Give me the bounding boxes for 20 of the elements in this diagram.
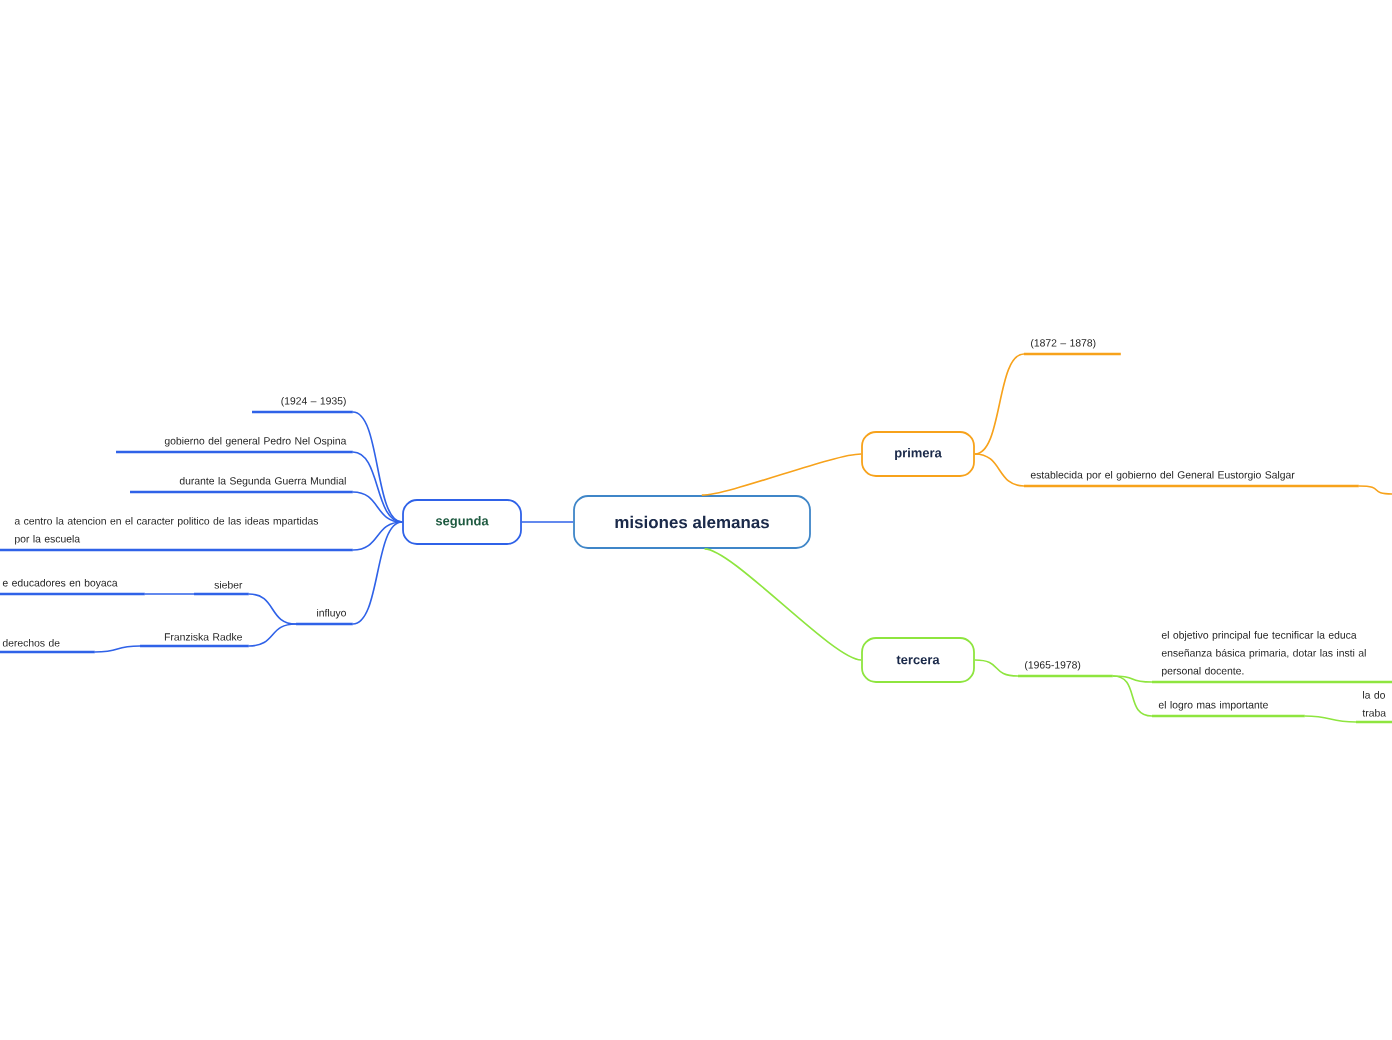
connector [974, 453, 1025, 487]
connector [974, 659, 1019, 677]
connector [94, 645, 141, 653]
connector [352, 491, 403, 523]
connector [1304, 715, 1357, 723]
connector [521, 521, 574, 523]
connector [1112, 675, 1153, 717]
connector [703, 548, 862, 661]
connector [248, 593, 297, 625]
connector [1112, 675, 1153, 683]
connector [352, 521, 403, 625]
connector [1358, 485, 1392, 495]
connector [352, 521, 403, 551]
connector [248, 623, 297, 647]
topic-box: misiones alemanas [573, 495, 811, 549]
connector [352, 411, 403, 523]
connector [352, 451, 403, 523]
connector [701, 453, 862, 496]
connector [974, 353, 1025, 455]
connector [144, 593, 195, 595]
